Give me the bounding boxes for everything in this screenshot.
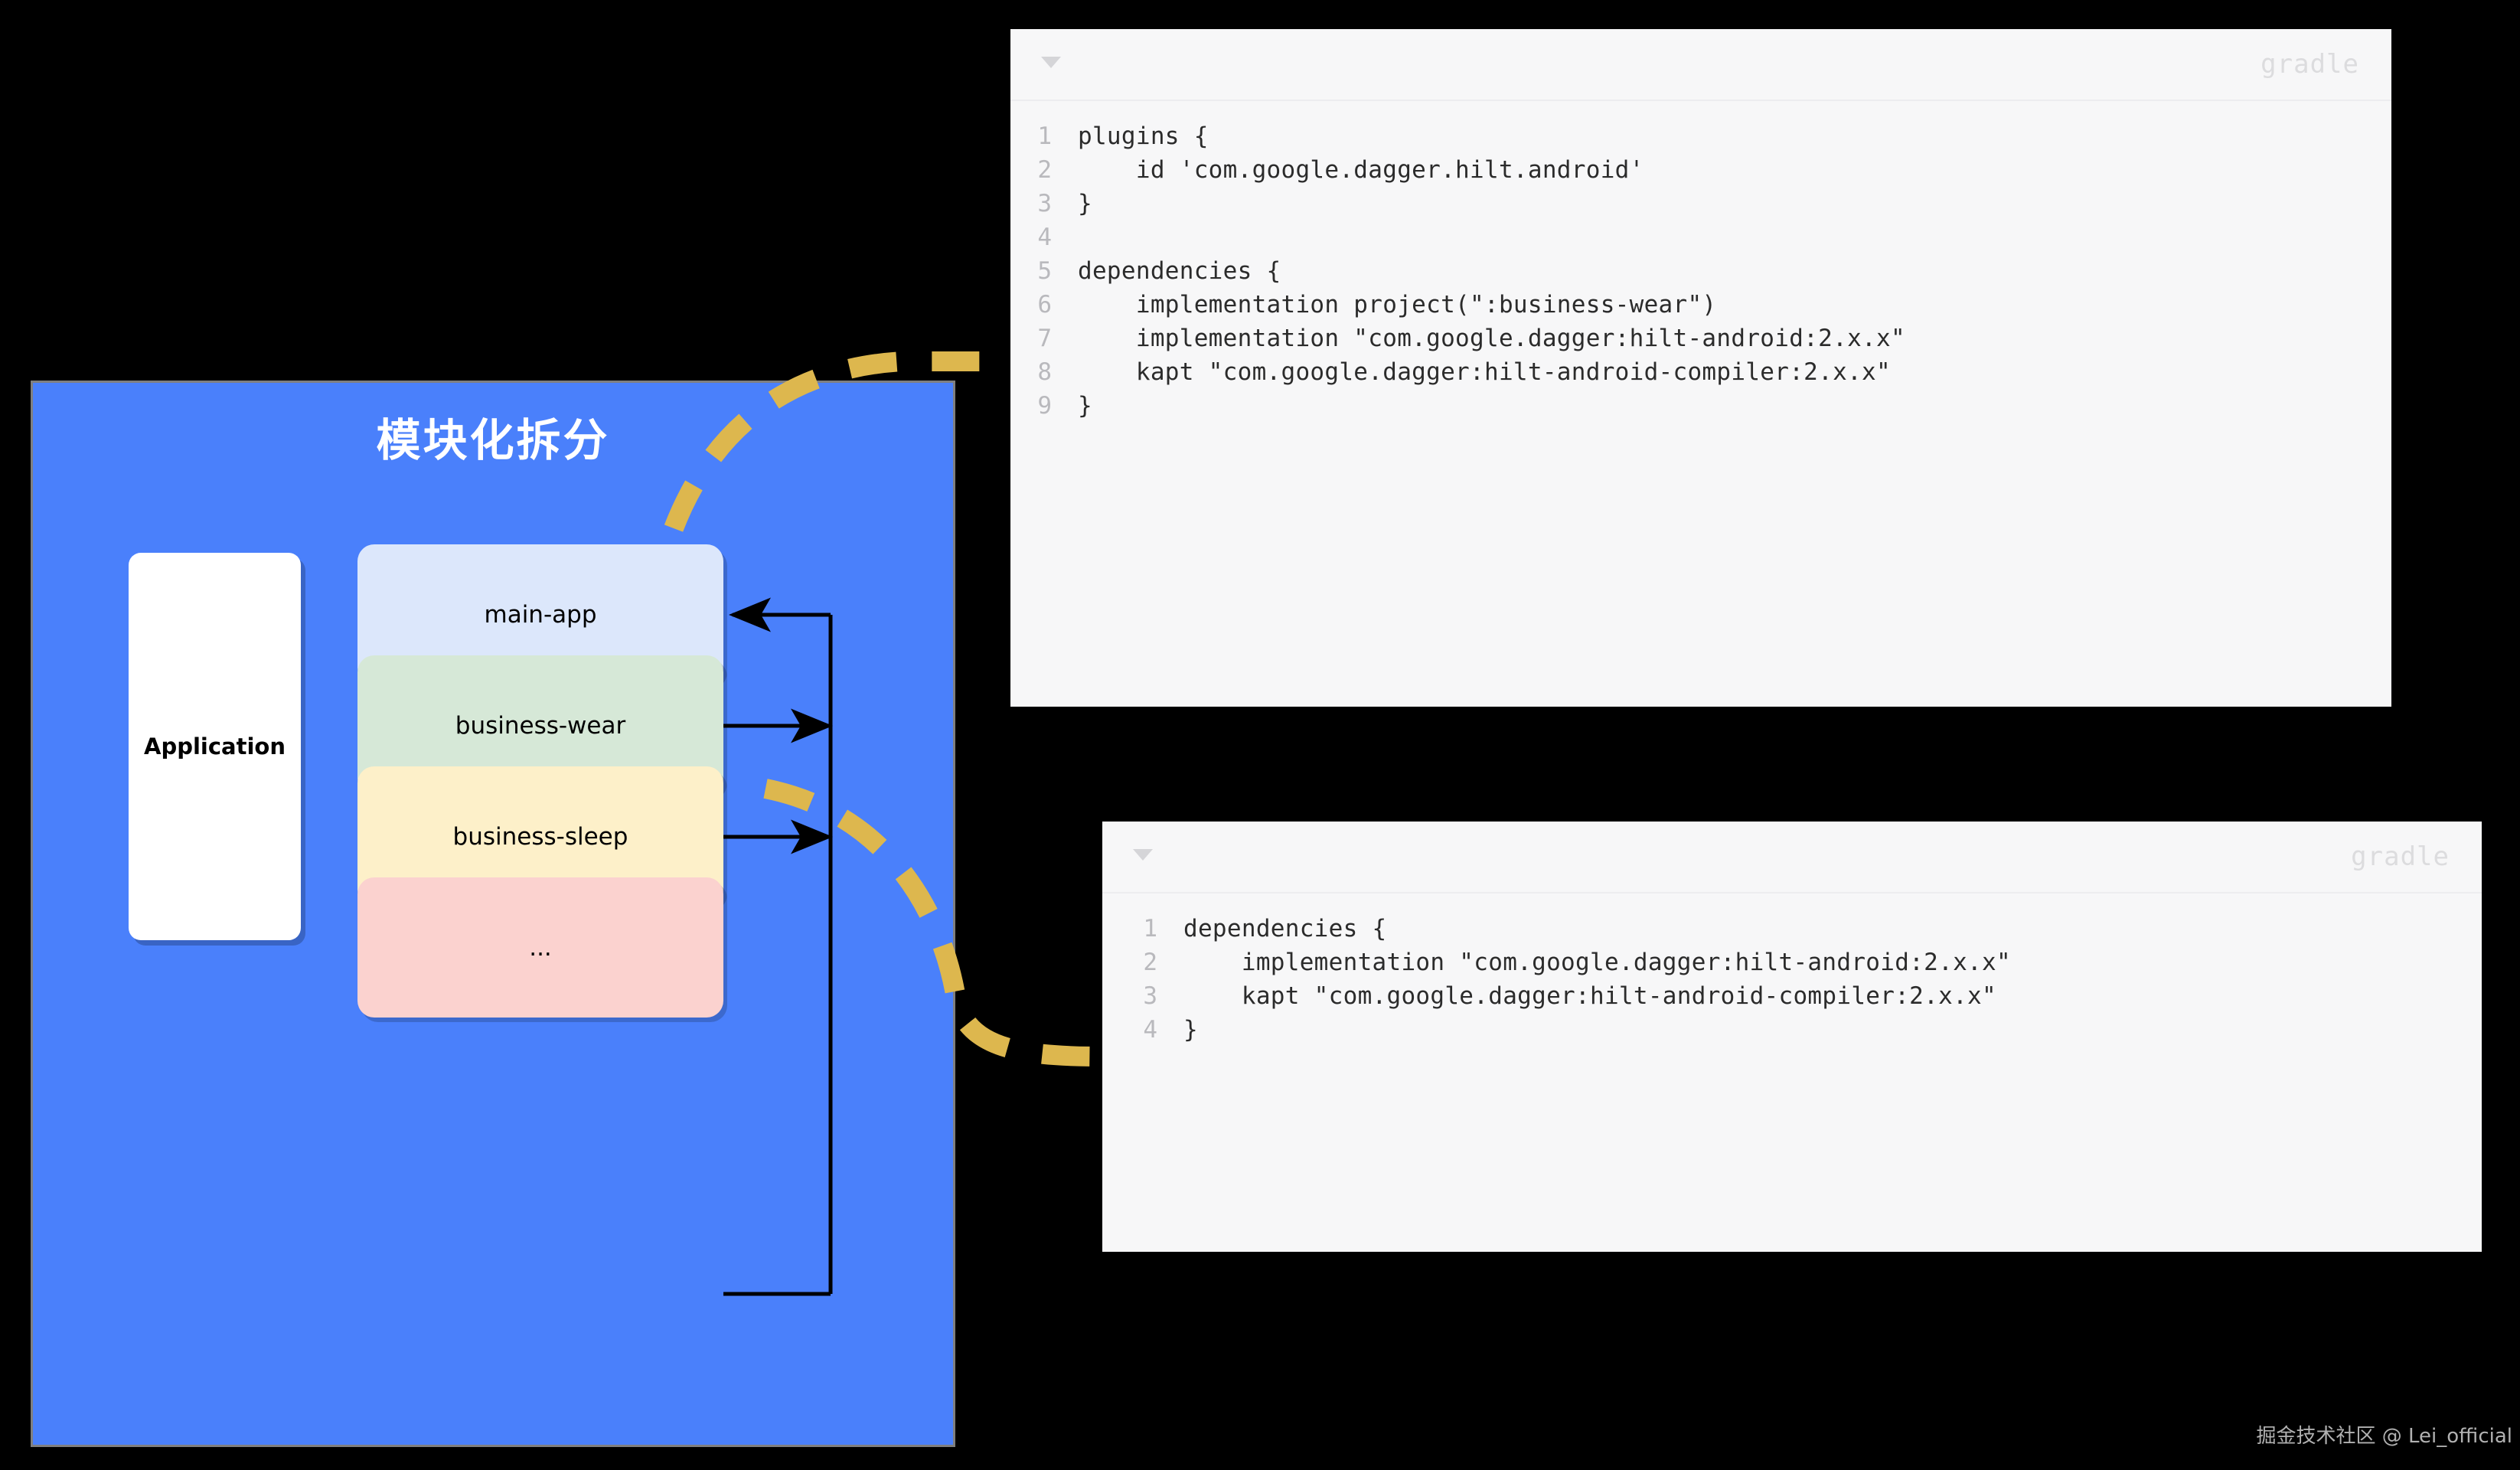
code-line: 4 }	[1102, 1016, 2482, 1050]
line-number: 4	[1037, 224, 1052, 251]
code-line: 2 id 'com.google.dagger.hilt.android'	[1010, 156, 2391, 190]
code-line: 7 implementation "com.google.dagger:hilt…	[1010, 325, 2391, 358]
line-text: implementation project(":business-wear")	[1078, 291, 1717, 318]
line-number: 2	[1143, 949, 1157, 976]
modularization-diagram-panel: 模块化拆分 Application main-app business-wear…	[31, 381, 955, 1447]
chevron-down-icon[interactable]	[1133, 849, 1153, 861]
line-text: plugins {	[1078, 122, 1209, 150]
code-line: 8 kapt "com.google.dagger:hilt-android-c…	[1010, 358, 2391, 392]
line-number: 1	[1143, 915, 1157, 942]
code-line: 3 kapt "com.google.dagger:hilt-android-c…	[1102, 982, 2482, 1016]
module-label-ellipsis: ...	[529, 933, 552, 962]
line-text: }	[1183, 1016, 1198, 1044]
line-text: }	[1078, 392, 1092, 420]
code-line: 5 dependencies {	[1010, 257, 2391, 291]
line-number: 5	[1037, 257, 1052, 285]
code-body[interactable]: 1 dependencies { 2 implementation "com.g…	[1102, 893, 2482, 1252]
module-box-ellipsis: ...	[357, 877, 723, 1018]
module-label-business-wear: business-wear	[455, 711, 626, 740]
watermark: 掘金技术社区 @ Lei_official	[2256, 1425, 2513, 1448]
line-number: 7	[1037, 325, 1052, 352]
application-label: Application	[144, 733, 286, 760]
code-line: 1 plugins {	[1010, 122, 2391, 156]
code-body[interactable]: 1 plugins { 2 id 'com.google.dagger.hilt…	[1010, 101, 2391, 707]
line-text: id 'com.google.dagger.hilt.android'	[1078, 156, 1644, 184]
line-text: dependencies {	[1078, 257, 1281, 285]
line-number: 3	[1143, 982, 1157, 1010]
chevron-down-icon[interactable]	[1041, 57, 1061, 68]
code-line: 4	[1010, 224, 2391, 257]
code-line: 2 implementation "com.google.dagger:hilt…	[1102, 949, 2482, 982]
line-number: 8	[1037, 358, 1052, 386]
line-number: 2	[1037, 156, 1052, 184]
line-text: implementation "com.google.dagger:hilt-a…	[1078, 325, 1905, 352]
module-label-business-sleep: business-sleep	[452, 822, 628, 851]
line-text: kapt "com.google.dagger:hilt-android-com…	[1183, 982, 1996, 1010]
line-number: 4	[1143, 1016, 1157, 1044]
code-line: 6 implementation project(":business-wear…	[1010, 291, 2391, 325]
module-label-main-app: main-app	[484, 600, 597, 629]
line-text: implementation "com.google.dagger:hilt-a…	[1183, 949, 2011, 976]
line-number: 3	[1037, 190, 1052, 217]
code-panel-header: gradle	[1102, 822, 2482, 893]
code-line: 3 }	[1010, 190, 2391, 224]
code-language-label: gradle	[2351, 841, 2450, 872]
code-panel-header: gradle	[1010, 29, 2391, 101]
code-panel-business-module-gradle: gradle 1 dependencies { 2 implementation…	[1102, 822, 2482, 1252]
diagram-title: 模块化拆分	[376, 414, 610, 466]
line-text: dependencies {	[1183, 915, 1387, 942]
line-text: kapt "com.google.dagger:hilt-android-com…	[1078, 358, 1891, 386]
line-number: 6	[1037, 291, 1052, 318]
code-line: 1 dependencies {	[1102, 915, 2482, 949]
line-number: 9	[1037, 392, 1052, 420]
code-panel-main-app-gradle: gradle 1 plugins { 2 id 'com.google.dagg…	[1010, 29, 2391, 707]
application-container-box: Application	[129, 553, 301, 940]
line-number: 1	[1037, 122, 1052, 150]
code-language-label: gradle	[2260, 49, 2359, 80]
code-line: 9 }	[1010, 392, 2391, 426]
line-text: }	[1078, 190, 1092, 217]
